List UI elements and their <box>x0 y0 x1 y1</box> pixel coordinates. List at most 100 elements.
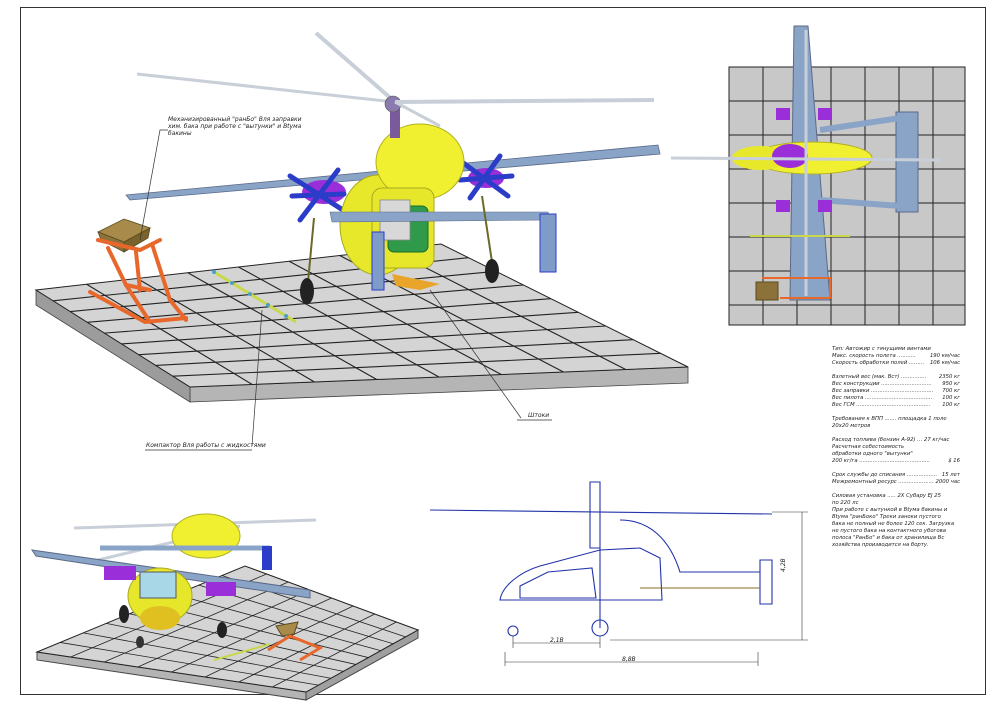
spec-label: Скорость обработки полей ......... <box>832 360 925 366</box>
spec-row: Силовая установка ..... 2Х Субару EJ 25 <box>832 493 960 500</box>
spec-label: бака не полный не более 120 сек. Загрузк… <box>832 521 955 527</box>
grid-line <box>390 249 626 370</box>
grid-line <box>86 283 253 385</box>
spec-label: Вес пилота .............................… <box>832 395 933 401</box>
main-platform-grid <box>53 249 661 385</box>
spec-row: Скорость обработки полей ......... 106 км… <box>832 360 960 367</box>
side-elevation-dimensions <box>504 511 808 666</box>
spec-label: 200 кг/га ..............................… <box>832 458 930 464</box>
spec-label: полоса "РанБо" и бака от хранилища Вс <box>832 535 945 541</box>
grid-line <box>155 339 634 366</box>
spec-label: Расход топлива (бензин А-92) ... 27 кг/ч… <box>832 437 950 443</box>
spec-row: Срок службы до списания ................… <box>832 472 960 479</box>
spec-row: Межремонтный ресурс ....................… <box>832 479 960 486</box>
grid-line <box>288 260 502 375</box>
boom-annotation: Компактор Вля работы с жидкостями <box>146 442 266 449</box>
spec-row: Вес конструкции ........................… <box>832 381 960 388</box>
spec-row: Расчетная себестоимость <box>832 444 960 451</box>
spec-row: полоса "РанБо" и бака от хранилища Вс <box>832 535 960 542</box>
spec-label: Тип: Автожир с тянущими винтами <box>832 346 931 352</box>
spec-row: Тип: Автожир с тянущими винтами <box>832 346 960 353</box>
grid-line <box>87 284 524 323</box>
hopper-annotation-line-3: бакины <box>168 130 192 137</box>
grid-line <box>104 581 289 663</box>
dimension-wheelbase: 2,1B <box>550 637 564 644</box>
spec-block-block5: Срок службы до списания ................… <box>832 472 960 486</box>
spec-row: Вtума "ранБоко" Треки заноки пустого <box>832 514 960 521</box>
spec-value: 100 кг <box>942 402 960 408</box>
spec-label: Силовая установка ..... 2Х Субару EJ 25 <box>832 493 941 499</box>
spec-value: $ 16 <box>948 458 960 464</box>
spec-block-block6: Силовая установка ..... 2Х Субару EJ 25 … <box>832 493 960 549</box>
dimension-overall-length: 8,8B <box>622 656 636 663</box>
spec-value: 190 км/час <box>929 353 960 359</box>
spec-value: 106 км/час <box>929 360 960 366</box>
grid-line <box>104 298 551 334</box>
spec-row: хозяйства производится на борту. <box>832 542 960 549</box>
spec-label: Требования к ВПП ....... площадка 1 поле <box>832 416 947 422</box>
spec-label: Вес конструкции ........................… <box>832 381 932 387</box>
spec-row: Вес заправки ...........................… <box>832 388 960 395</box>
spec-label: хозяйства производится на борту. <box>832 542 929 548</box>
spec-label: 20х20 метров <box>832 423 871 429</box>
spec-value: 2350 кг <box>938 374 960 380</box>
spec-label: Вес ГСМ ................................… <box>832 402 931 408</box>
spec-label: Срок службы до списания ................… <box>832 472 938 478</box>
grid-line <box>272 621 397 688</box>
spec-label: Вtума "ранБоко" Треки заноки пустого <box>832 514 941 520</box>
spec-row: Вес ГСМ ................................… <box>832 402 960 409</box>
spec-label: не пустого бака на контактного убогова <box>832 528 946 534</box>
spec-row: Вес пилота .............................… <box>832 395 960 402</box>
sheet-frame <box>20 7 986 695</box>
spec-row: 20х20 метров <box>832 423 960 430</box>
spec-value: 2000 час <box>935 479 960 485</box>
spec-label: по 220 лс <box>832 500 859 506</box>
spec-row: При работе с вытункой в Вtума бакины и <box>832 507 960 514</box>
spec-value: 100 кг <box>942 395 960 401</box>
spec-label: Взлетный вес (мак. Вст) ............... <box>832 374 927 380</box>
spec-row: 200 кг/га ..............................… <box>832 458 960 465</box>
bottom-3d-view <box>30 513 420 701</box>
spec-label: обработки одного "вытунки" <box>832 451 913 457</box>
spec-label: Межремонтный ресурс ....................… <box>832 479 934 485</box>
hopper-cart <box>88 218 188 325</box>
spec-label: Вес заправки ...........................… <box>832 388 934 394</box>
hopper-annotation-line-1: Механизированный "ранБо" Вля заправки <box>168 116 302 123</box>
spec-row: бака не полный не более 120 сек. Загрузк… <box>832 521 960 528</box>
spec-block-block4: Расход топлива (бензин А-92) ... 27 кг/ч… <box>832 437 960 465</box>
spec-label: Макс. скорость полета ........... <box>832 353 916 359</box>
spec-value: 950 кг <box>942 381 960 387</box>
spray-boom <box>212 270 297 324</box>
grid-line <box>171 597 332 673</box>
spec-label: Расчетная себестоимость <box>832 444 905 450</box>
spec-row: по 220 лс <box>832 500 960 507</box>
spec-label: При работе с вытункой в Вtума бакины и <box>832 507 948 513</box>
grid-line <box>238 613 375 683</box>
main-platform <box>34 243 689 403</box>
pipe-annotation: Штоки <box>528 412 550 419</box>
hopper-annotation: Механизированный "ранБо" Вля заправки хи… <box>168 116 302 137</box>
grid-line <box>187 272 378 380</box>
dimension-height: 4,2B <box>780 558 787 572</box>
spec-row: Требования к ВПП ....... площадка 1 поле <box>832 416 960 423</box>
spec-block-block3: Требования к ВПП ....... площадка 1 поле… <box>832 416 960 430</box>
side-elevation <box>429 481 773 637</box>
hopper-annotation-line-2: хим. бака при работе с "вытунки" и Вtума <box>168 123 302 130</box>
spec-value: 15 лет <box>941 472 960 478</box>
spec-value: 700 кг <box>942 388 960 394</box>
grid-line <box>138 325 606 356</box>
leader-lines <box>139 129 552 451</box>
grid-line <box>121 311 579 345</box>
grid-line <box>238 266 440 378</box>
spec-row: обработки одного "вытунки" <box>832 451 960 458</box>
spec-block-block2: Взлетный вес (мак. Вст) ............... 2… <box>832 374 960 409</box>
spec-row: не пустого бака на контактного убогова <box>832 528 960 535</box>
grid-line <box>172 352 661 377</box>
top-view <box>670 25 966 326</box>
spec-row: Взлетный вес (мак. Вст) ............... 2… <box>832 374 960 381</box>
main-gyroplane <box>125 31 661 304</box>
spec-row: Расход топлива (бензин А-92) ... 27 кг/ч… <box>832 437 960 444</box>
